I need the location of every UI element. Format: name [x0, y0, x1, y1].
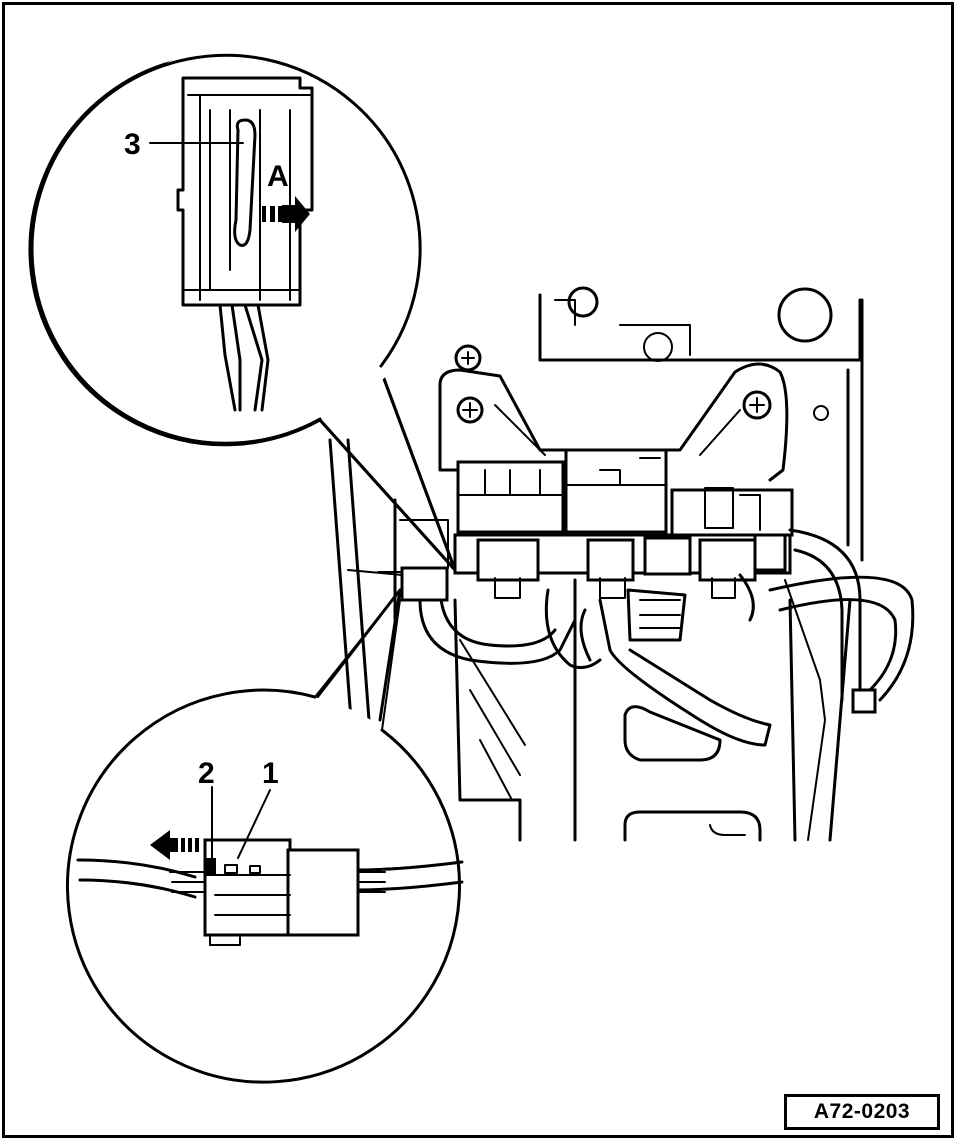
detail-circle-upper: 3 A	[28, 44, 457, 572]
callout-A: A	[267, 160, 289, 193]
callout-3: 3	[124, 128, 141, 161]
figure-id-label: A72-0203	[784, 1094, 940, 1130]
detail-circle-lower: 2 1	[65, 587, 466, 1084]
callout-2: 2	[198, 757, 215, 790]
callout-1: 1	[262, 757, 279, 790]
vehicle-structure	[328, 286, 915, 842]
